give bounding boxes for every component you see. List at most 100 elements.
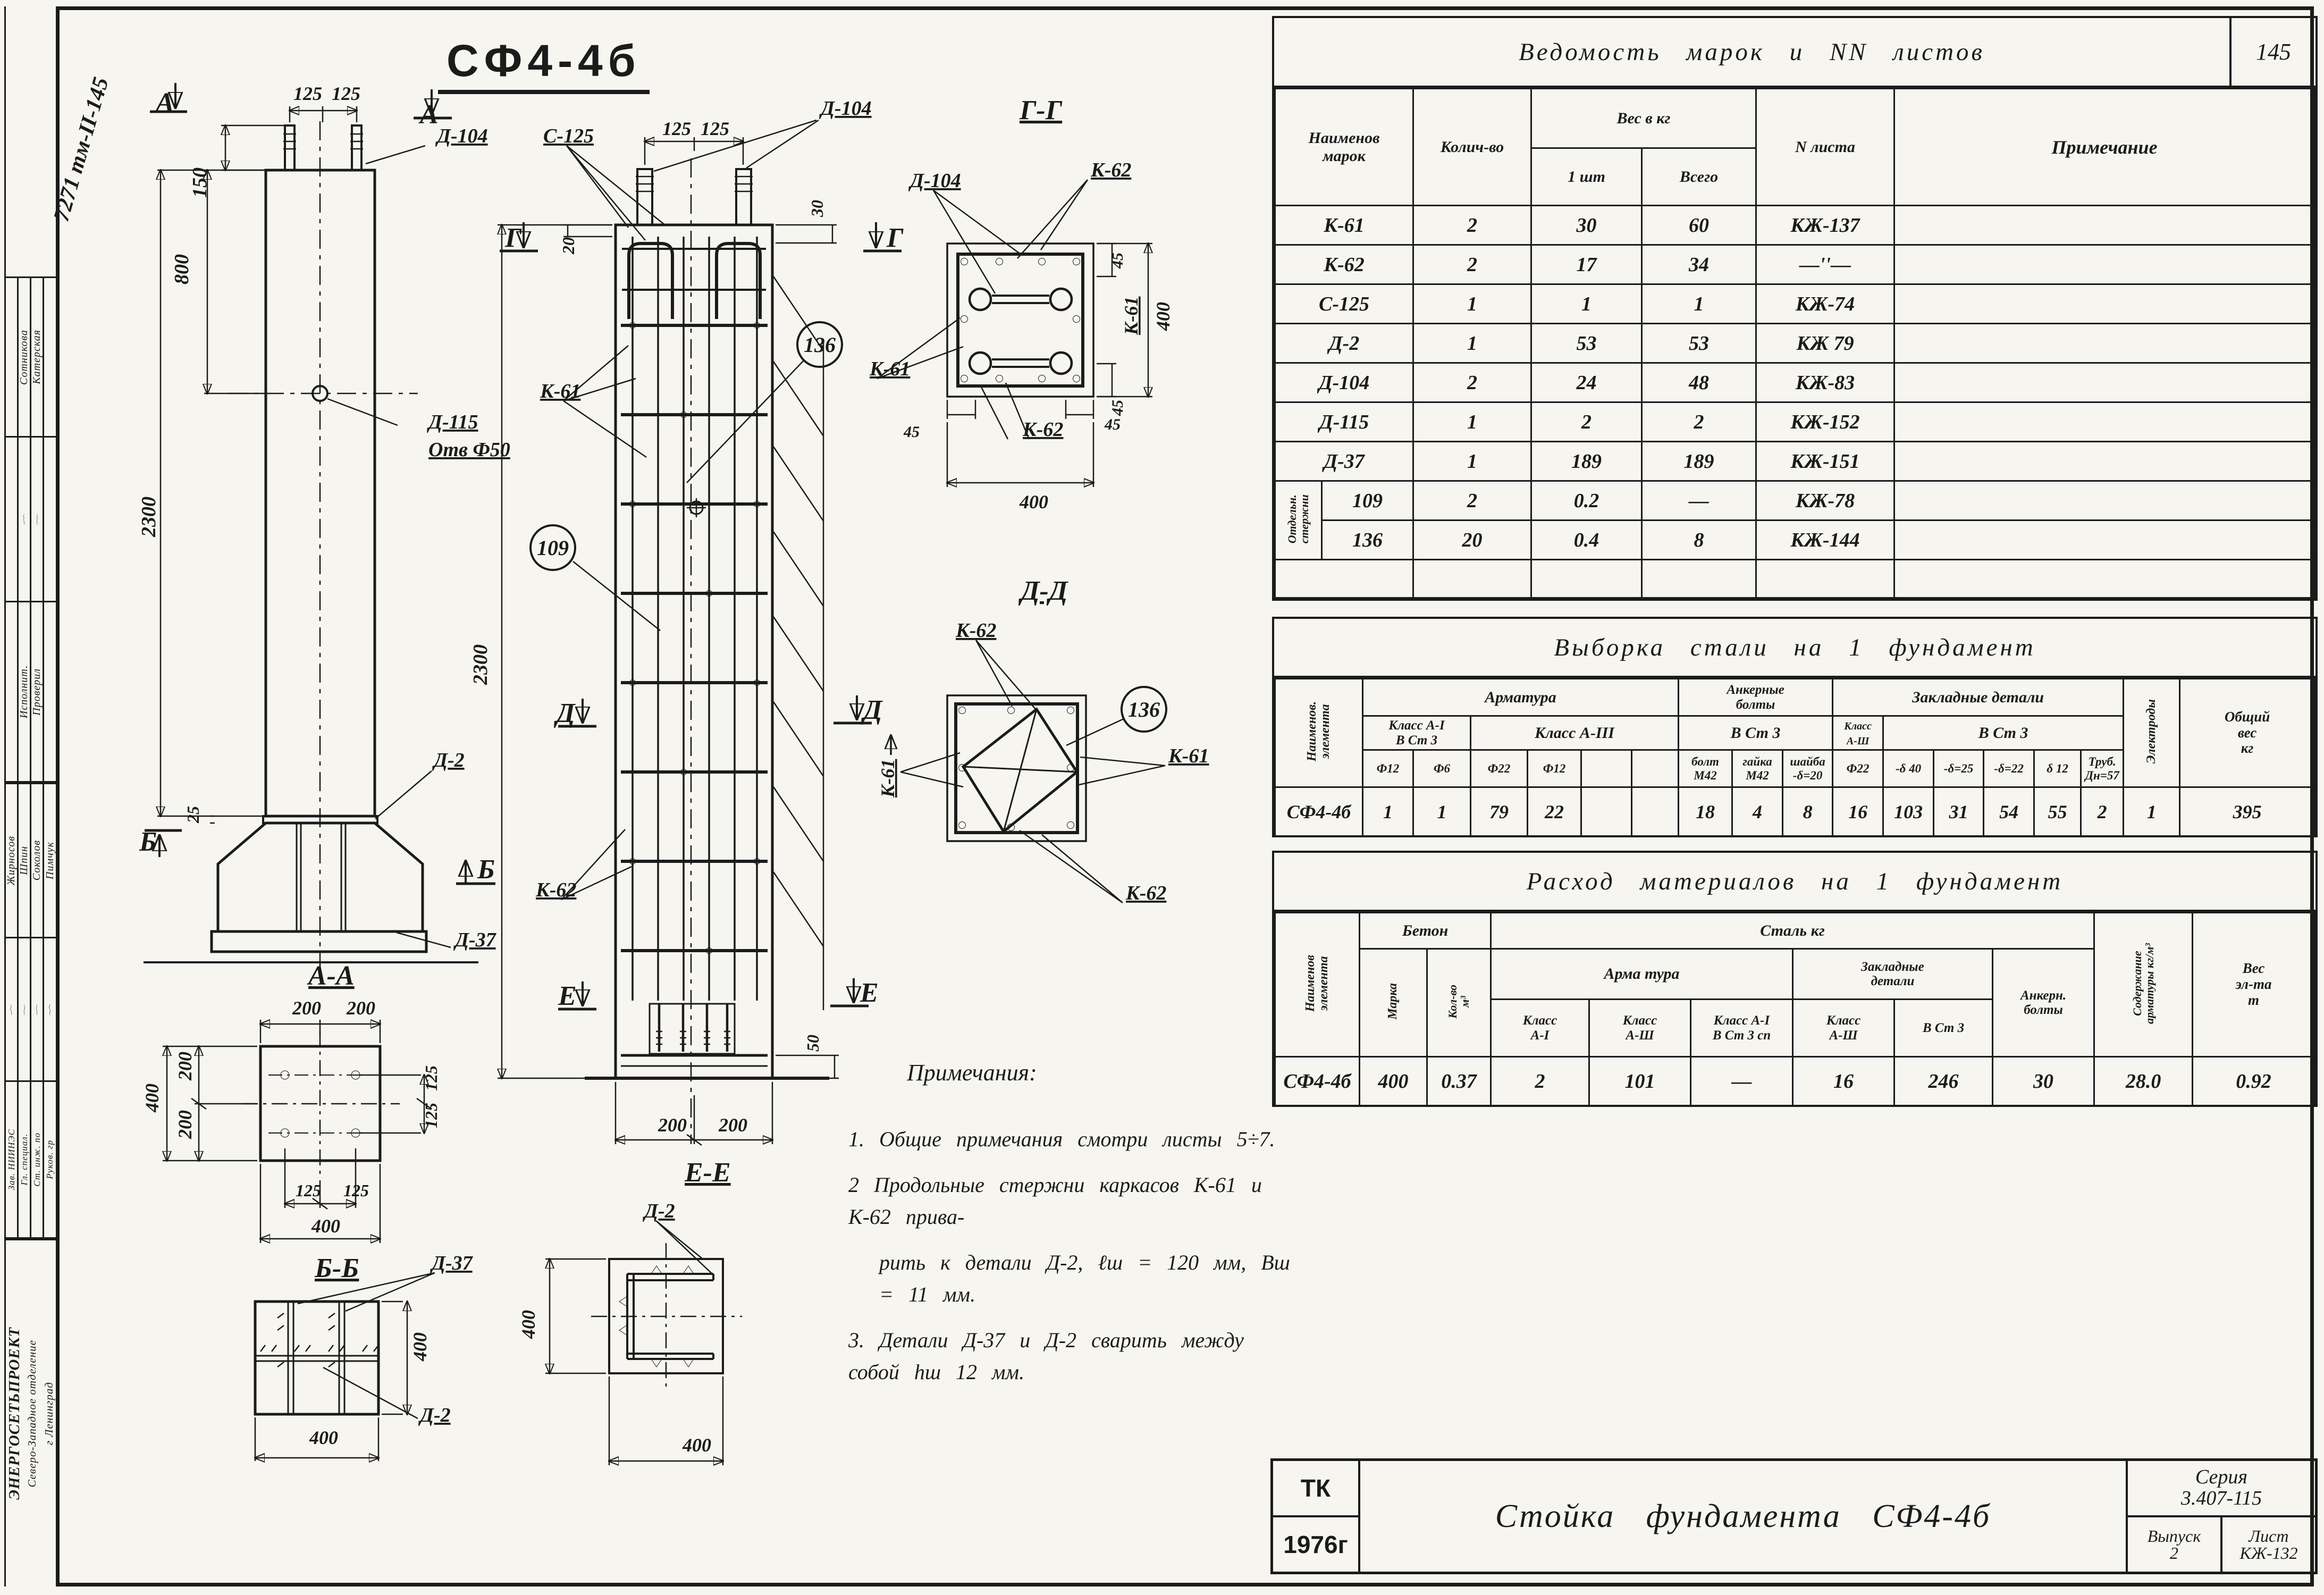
table-cell: 0.4 <box>1530 519 1643 560</box>
title-block: ТК 1976г Стойка фундамента СФ4-4б Серия … <box>1270 1458 2318 1574</box>
table-cell: 136 <box>1320 519 1414 560</box>
signature <box>19 438 31 602</box>
subgroup-header: Класс А-I В Ст 3 <box>1362 715 1471 751</box>
dimension-label: 200 <box>292 997 321 1019</box>
stamp-name: Пимчук <box>44 784 57 938</box>
dimension-label: 125 <box>701 118 729 139</box>
table-cell: 395 <box>2179 786 2315 837</box>
col-header: Примечание <box>1893 88 2315 206</box>
subgroup-header: Марка <box>1359 948 1428 1057</box>
subgroup-header: Кол-во м³ <box>1426 948 1492 1057</box>
part-label: К-61 <box>869 358 910 380</box>
table-cell: 1 <box>1530 283 1643 324</box>
col-header: Электроды <box>2123 678 2181 788</box>
table-cell: 1 <box>1412 323 1533 364</box>
part-label: Д-104 <box>908 170 961 192</box>
table-cell <box>1893 401 2315 442</box>
part-label: К-61 <box>1168 745 1209 767</box>
table-cell: Д-104 <box>1274 362 1414 403</box>
table-cell: СФ4-4б <box>1274 786 1363 837</box>
dimension-label: 200 <box>174 1052 196 1081</box>
col-header: Наименов элемента <box>1274 912 1360 1057</box>
table-cell <box>1630 749 1680 788</box>
part-label: Д-2 <box>643 1200 675 1222</box>
subgroup-header: Арма тура <box>1490 948 1794 1000</box>
table-row: Отдельн. стержни 109 2 0.2 — КЖ-78 <box>1274 480 2315 560</box>
table-cell: Класс А-I В Ст 3 сп <box>1690 998 1794 1057</box>
table-cell: СФ4-4б <box>1274 1056 1360 1106</box>
table-cell: К-61 <box>1274 205 1414 246</box>
col-header: Содержание арматуры кг/м³ <box>2093 912 2194 1057</box>
stamp-cell <box>6 602 19 783</box>
dimension-label: Д <box>861 695 883 725</box>
part-label: Д-2 <box>418 1404 451 1426</box>
part-label: К-61 <box>1121 297 1142 335</box>
table-cell: 2 <box>1490 1056 1590 1106</box>
table-cell: 1 <box>1362 786 1414 837</box>
table-cell: 60 <box>1641 205 1757 246</box>
dimension-label: 45 <box>1109 253 1126 269</box>
table-cell: 0.2 <box>1530 480 1643 521</box>
dimension-label: 400 <box>1019 491 1048 513</box>
dimension-label: 400 <box>682 1434 711 1456</box>
note-line: рить к детали Д-2, ℓш = 120 мм, Вш = 11 … <box>879 1250 1290 1306</box>
dimension-label: 400 <box>311 1215 340 1237</box>
dimension-label: Г <box>504 223 522 253</box>
table-cell: 31 <box>1933 786 1985 837</box>
dimension-label: 30 <box>807 200 827 217</box>
stamp-name: Катерская <box>31 278 44 438</box>
group-header: Арматура <box>1361 678 1680 717</box>
table-cell <box>1580 749 1632 788</box>
table-cell: 24 <box>1530 362 1643 403</box>
table-cell: Класс А-Ш <box>1588 998 1692 1057</box>
part-label: 2300 <box>469 644 492 685</box>
table-cell: 246 <box>1893 1056 1994 1106</box>
part-label: К-62 <box>955 619 996 642</box>
subgroup-header: Закладные детали <box>1792 948 1994 1000</box>
table-cell: 1 <box>1412 401 1533 442</box>
part-label: 2300 <box>138 497 160 538</box>
table-cell: 1 <box>1412 786 1471 837</box>
table-cell: 79 <box>1470 786 1528 837</box>
section-ee-linework <box>545 1220 742 1465</box>
central-elevation-linework <box>498 119 902 1146</box>
table-cell <box>1893 362 2315 403</box>
dimension-label: 45 <box>903 423 920 441</box>
part-label: Е-Е <box>684 1157 731 1188</box>
table-cell <box>1893 441 2315 482</box>
sidebar-stamp-strip: 7271 тм-II-145 Сотникова Катерская Испол… <box>4 6 114 1586</box>
table-cell: КЖ-74 <box>1755 283 1896 324</box>
table-cell: Труб. Дн=57 <box>2080 749 2125 788</box>
stamp-cell <box>6 278 19 438</box>
table-cell <box>1893 519 2315 560</box>
table-cell: 30 <box>1530 205 1643 246</box>
table-cell: КЖ-144 <box>1755 519 1896 560</box>
stamp-role: Зав. НИИНЭС <box>6 1082 19 1239</box>
dimension-label: Б <box>477 854 495 885</box>
signature <box>31 438 44 602</box>
dimension-label: 400 <box>1152 302 1174 331</box>
part-label: К-62 <box>535 879 576 901</box>
stamp-cell <box>44 602 57 783</box>
table-cell: болт М42 <box>1678 749 1733 788</box>
dimension-label: 800 <box>171 254 193 284</box>
table-materials: Расход материалов на 1 фундамент Наимено… <box>1272 851 2318 1107</box>
dimension-label: 200 <box>346 997 375 1019</box>
table-cell: 17 <box>1530 244 1643 285</box>
part-label: Д-37 <box>430 1252 474 1274</box>
table-cell: 20 <box>1412 519 1533 560</box>
subgroup-header: Класс А-III <box>1469 715 1680 751</box>
table-cell: 8 <box>1641 519 1757 560</box>
issue-cell: Выпуск 2 <box>2128 1517 2222 1572</box>
organization-block: ЭНЕРГОСЕТЬПРОЕКТ Северо-Западное отделен… <box>6 1239 57 1586</box>
table-cell: шайба -δ=20 <box>1782 749 1834 788</box>
subgroup-header: Класс А-Ш <box>1832 715 1884 751</box>
table-cell: Ф12 <box>1362 749 1414 788</box>
